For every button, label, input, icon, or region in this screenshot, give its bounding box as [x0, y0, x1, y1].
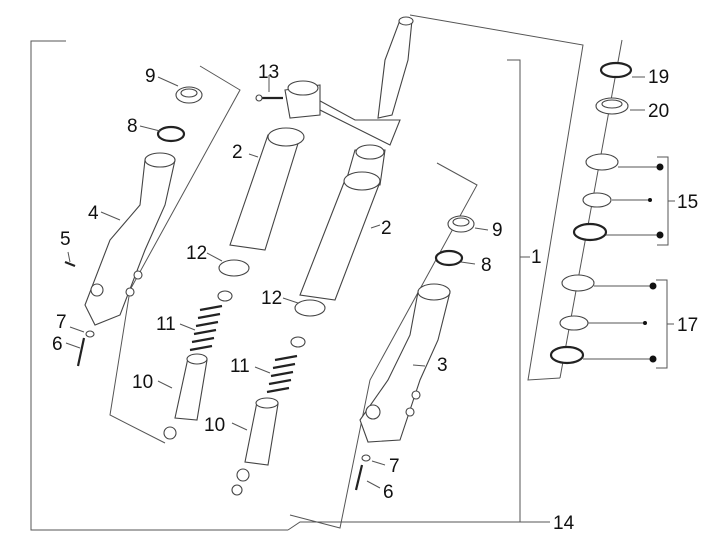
- callout-10: 10: [204, 415, 225, 436]
- callout-2: 2: [381, 218, 392, 239]
- damper-10-right: [231, 397, 279, 496]
- bracket-15: [606, 156, 675, 246]
- callout-10: 10: [132, 372, 153, 393]
- fork-leg-left: [84, 152, 176, 326]
- fork-leg-right: [359, 283, 451, 443]
- callout-13: 13: [258, 62, 279, 83]
- spring-11-right: [266, 354, 298, 394]
- spring-11-left: [189, 304, 223, 352]
- callout-labels: 9 8 4 5 7 6 13 2 2 12 12 11 11 10 10 9 8…: [52, 62, 698, 534]
- seal-9-left: [175, 86, 203, 104]
- callout-5: 5: [60, 229, 71, 250]
- bolt-13: [255, 94, 283, 102]
- callout-8: 8: [127, 116, 138, 137]
- callout-6: 6: [52, 334, 63, 355]
- callout-1: 1: [531, 247, 542, 268]
- callout-4: 4: [88, 203, 99, 224]
- callout-9: 9: [492, 220, 503, 241]
- callout-17: 17: [677, 315, 698, 336]
- leader-lines: [65, 75, 645, 489]
- steering-bracket: [409, 14, 584, 381]
- bolt-6-left: [76, 337, 86, 367]
- spacer-12-left: [217, 259, 250, 302]
- callout-11: 11: [156, 314, 176, 335]
- washer-7-left: [85, 330, 95, 338]
- fork-tube-right: [299, 171, 381, 301]
- damper-10-left: [163, 353, 208, 440]
- group-1-bracket: [507, 59, 530, 258]
- callout-7: 7: [56, 312, 67, 333]
- bolt-5: [64, 260, 76, 268]
- callout-8: 8: [481, 255, 492, 276]
- bearing-set-15: [572, 153, 619, 242]
- seal-9-right: [447, 215, 475, 233]
- callout-12: 12: [186, 243, 207, 264]
- callout-9: 9: [145, 66, 156, 87]
- ring-8-left: [156, 125, 186, 143]
- ring-8-right: [434, 249, 464, 267]
- steering-stem: [284, 16, 414, 186]
- nut-19: [599, 61, 633, 79]
- washer-7-right: [361, 454, 371, 462]
- right-fork-bracket: [289, 162, 478, 529]
- callout-2: 2: [232, 142, 243, 163]
- callout-19: 19: [648, 67, 669, 88]
- callout-14: 14: [553, 513, 575, 534]
- fork-tube-left: [229, 127, 305, 251]
- callout-11: 11: [230, 356, 250, 377]
- spacer-12-right: [290, 299, 326, 348]
- bracket-17: [583, 279, 674, 369]
- callout-7: 7: [389, 456, 400, 477]
- callout-15: 15: [677, 192, 698, 213]
- ring-20: [595, 97, 629, 115]
- bolt-6-right: [354, 464, 364, 491]
- callout-12: 12: [261, 288, 282, 309]
- callout-20: 20: [648, 101, 669, 122]
- callout-6: 6: [383, 482, 394, 503]
- callout-3: 3: [437, 355, 448, 376]
- bearing-set-17: [549, 274, 595, 365]
